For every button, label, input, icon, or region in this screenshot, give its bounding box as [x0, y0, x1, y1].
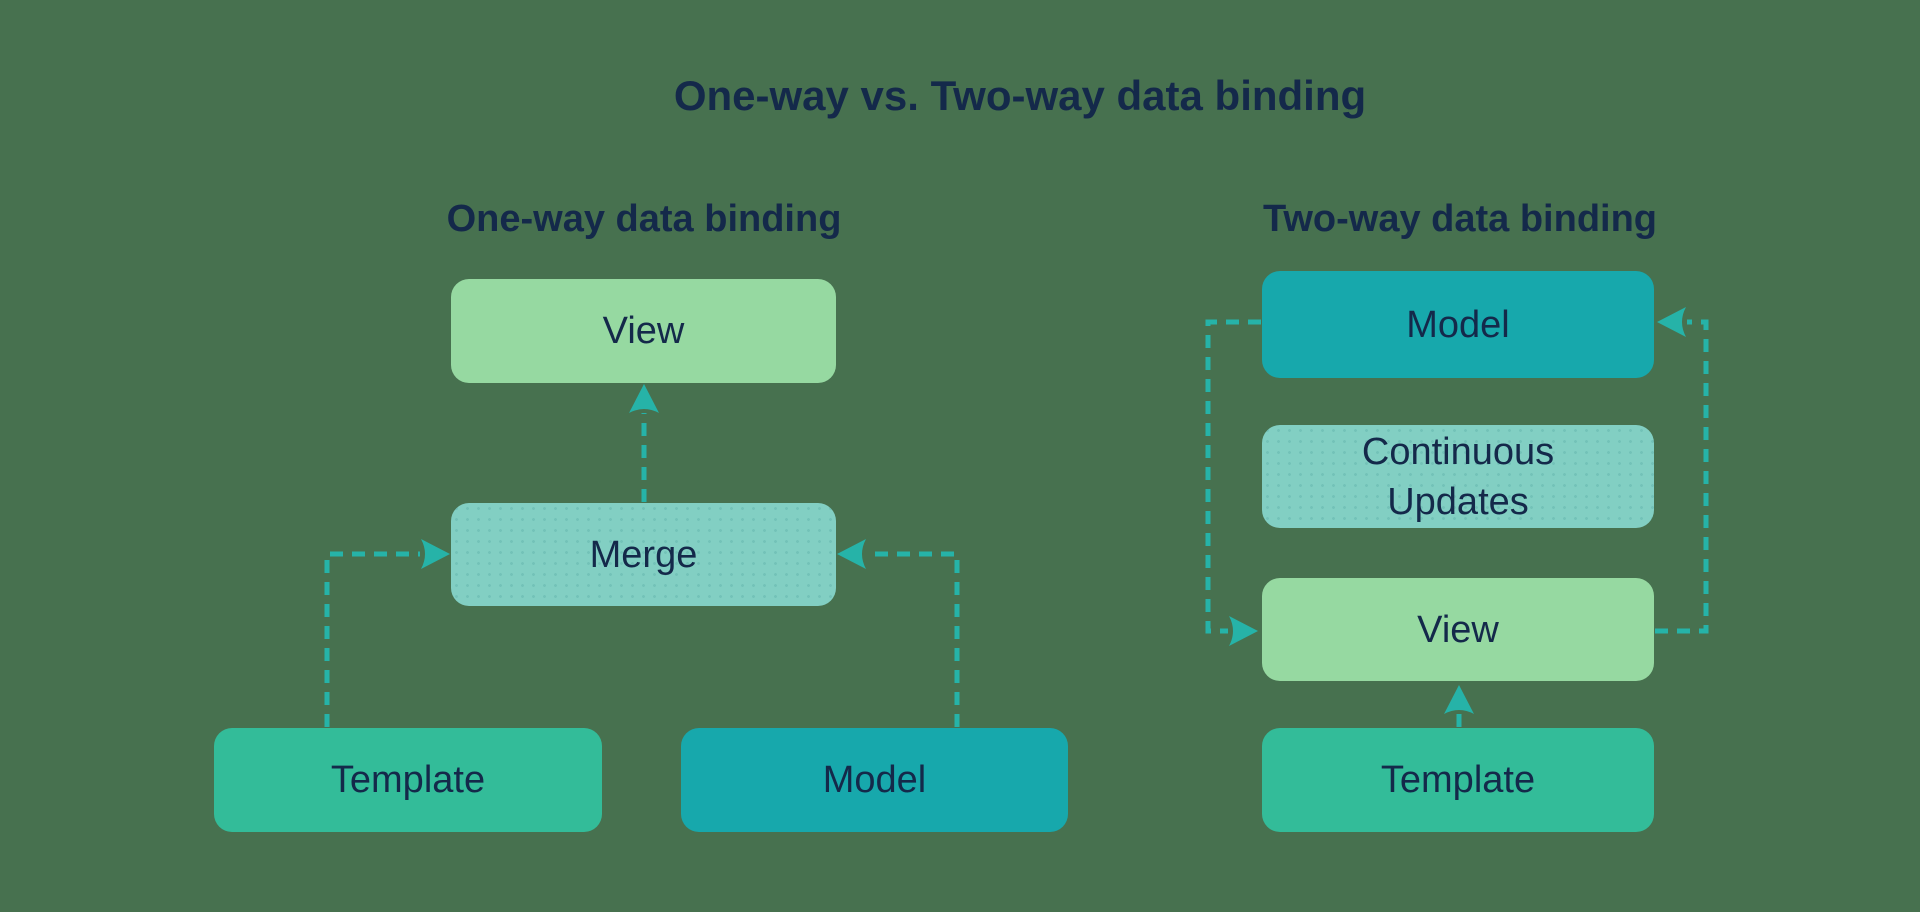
node-two-way-view: View: [1262, 578, 1654, 681]
arrow-model-to-merge: [837, 539, 960, 727]
node-two-way-template: Template: [1262, 728, 1654, 832]
arrow-model-to-view: [1205, 319, 1261, 646]
arrow-view-to-model: [1655, 307, 1709, 634]
node-one-way-merge: Merge: [451, 503, 836, 606]
arrow-template-to-merge: [324, 539, 450, 727]
node-label: Model: [1406, 303, 1510, 346]
node-label: Template: [1380, 759, 1536, 801]
node-label: View: [602, 310, 685, 352]
node-two-way-model: Model: [1262, 271, 1654, 378]
one-way-diagram-label: One-way data binding: [446, 198, 842, 240]
node-label: View: [1417, 608, 1499, 651]
node-one-way-template: Template: [214, 728, 602, 832]
arrow-template-to-view: [1444, 685, 1474, 727]
node-two-way-continuous-updates: Continuous Updates: [1262, 425, 1654, 528]
page-title: One-way vs. Two-way data binding: [673, 72, 1367, 119]
node-label: Continuous Updates: [1361, 430, 1555, 523]
node-label: Template: [330, 759, 486, 801]
node-label: Merge: [589, 533, 698, 576]
node-one-way-view: View: [451, 279, 836, 383]
node-one-way-model: Model: [681, 728, 1068, 832]
node-label: Model: [822, 759, 927, 801]
two-way-diagram-label: Two-way data binding: [1262, 198, 1658, 240]
arrow-merge-to-view: [629, 384, 659, 502]
